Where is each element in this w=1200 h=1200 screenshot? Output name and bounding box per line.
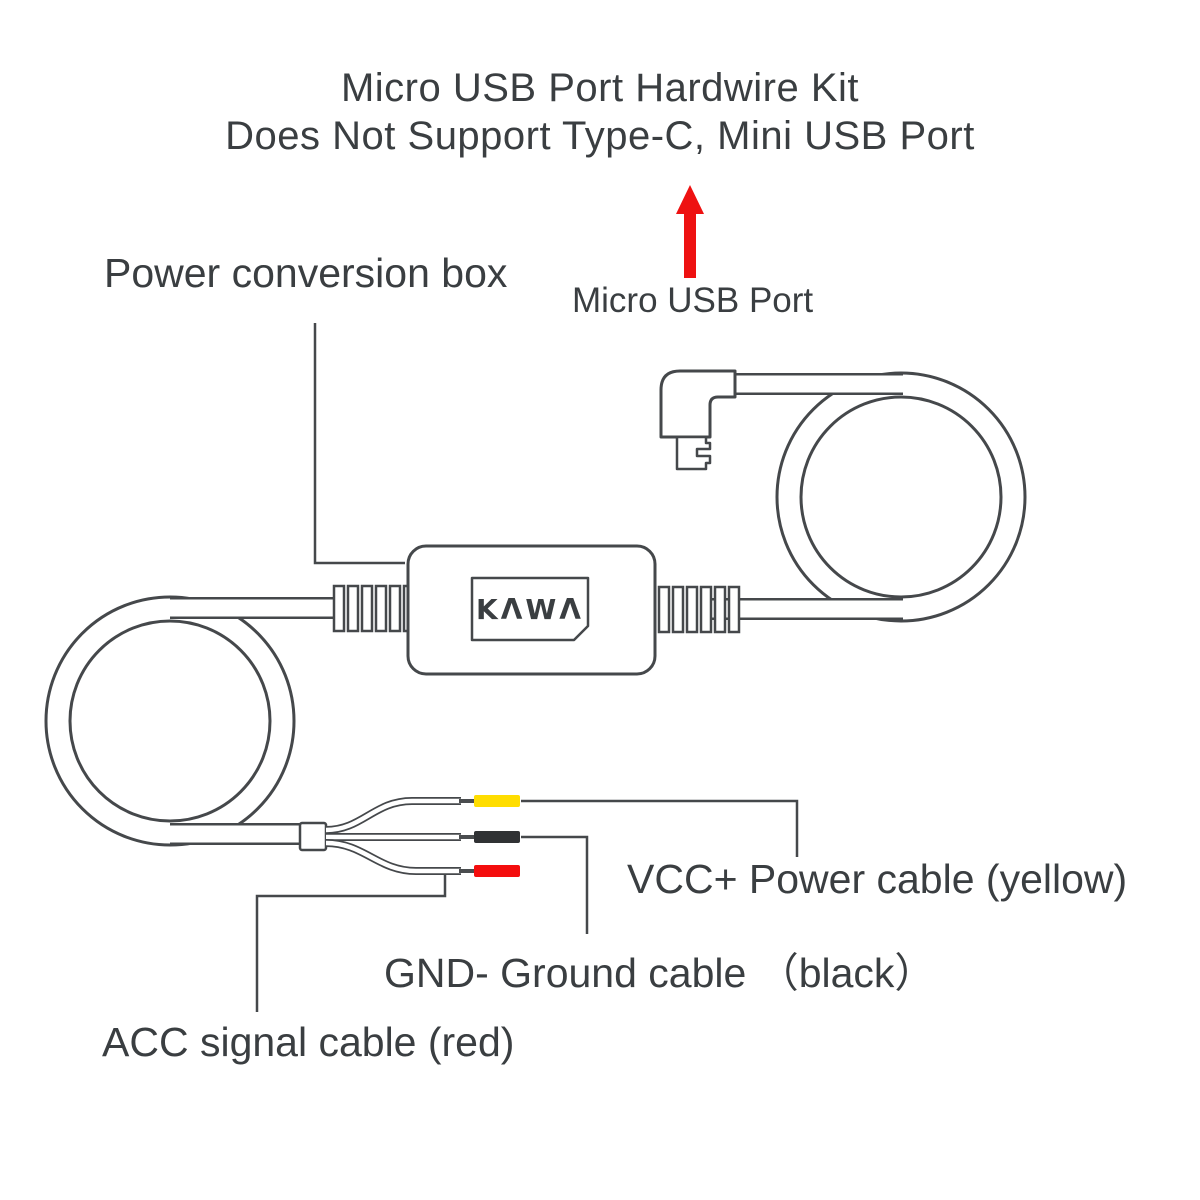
brand-logo: KΛWΛ [476, 593, 584, 626]
black-wire-tip [474, 831, 520, 843]
leader-power-box [313, 323, 405, 565]
red-wire-tip [474, 865, 520, 877]
image-title: Micro USB Port Hardwire Kit Does Not Sup… [0, 64, 1200, 160]
title-line-2: Does Not Support Type-C, Mini USB Port [225, 114, 975, 158]
strain-relief-left [332, 584, 416, 633]
right-cable-coil [775, 371, 1027, 623]
left-cable-coil [44, 595, 296, 847]
breakout-wires [325, 797, 475, 875]
acc-cable-label: ACC signal cable (red) [102, 1019, 515, 1065]
brand-label-sticker [470, 576, 590, 642]
vcc-wire [325, 797, 475, 834]
connector-plug [675, 435, 712, 471]
micro-usb-connector [659, 369, 737, 471]
leader-acc [255, 874, 447, 1012]
power-conversion-box-label: Power conversion box [104, 250, 508, 296]
acc-wire [325, 839, 475, 875]
leader-lines [255, 323, 799, 1012]
up-arrow-icon [676, 185, 704, 278]
power-conversion-box: KΛWΛ [406, 544, 657, 676]
title-line-1: Micro USB Port Hardwire Kit [340, 66, 860, 110]
cable-end-collar [298, 821, 328, 852]
connector-overmold [659, 369, 737, 439]
leader-gnd [521, 835, 589, 934]
vcc-cable-label: VCC+ Power cable (yellow) [627, 856, 1128, 902]
leader-vcc [521, 799, 799, 857]
micro-usb-port-label: Micro USB Port [572, 281, 814, 320]
strain-relief-right [657, 585, 741, 634]
yellow-wire-tip [474, 795, 520, 807]
gnd-cable-label: GND- Ground cable （black） [384, 950, 936, 996]
